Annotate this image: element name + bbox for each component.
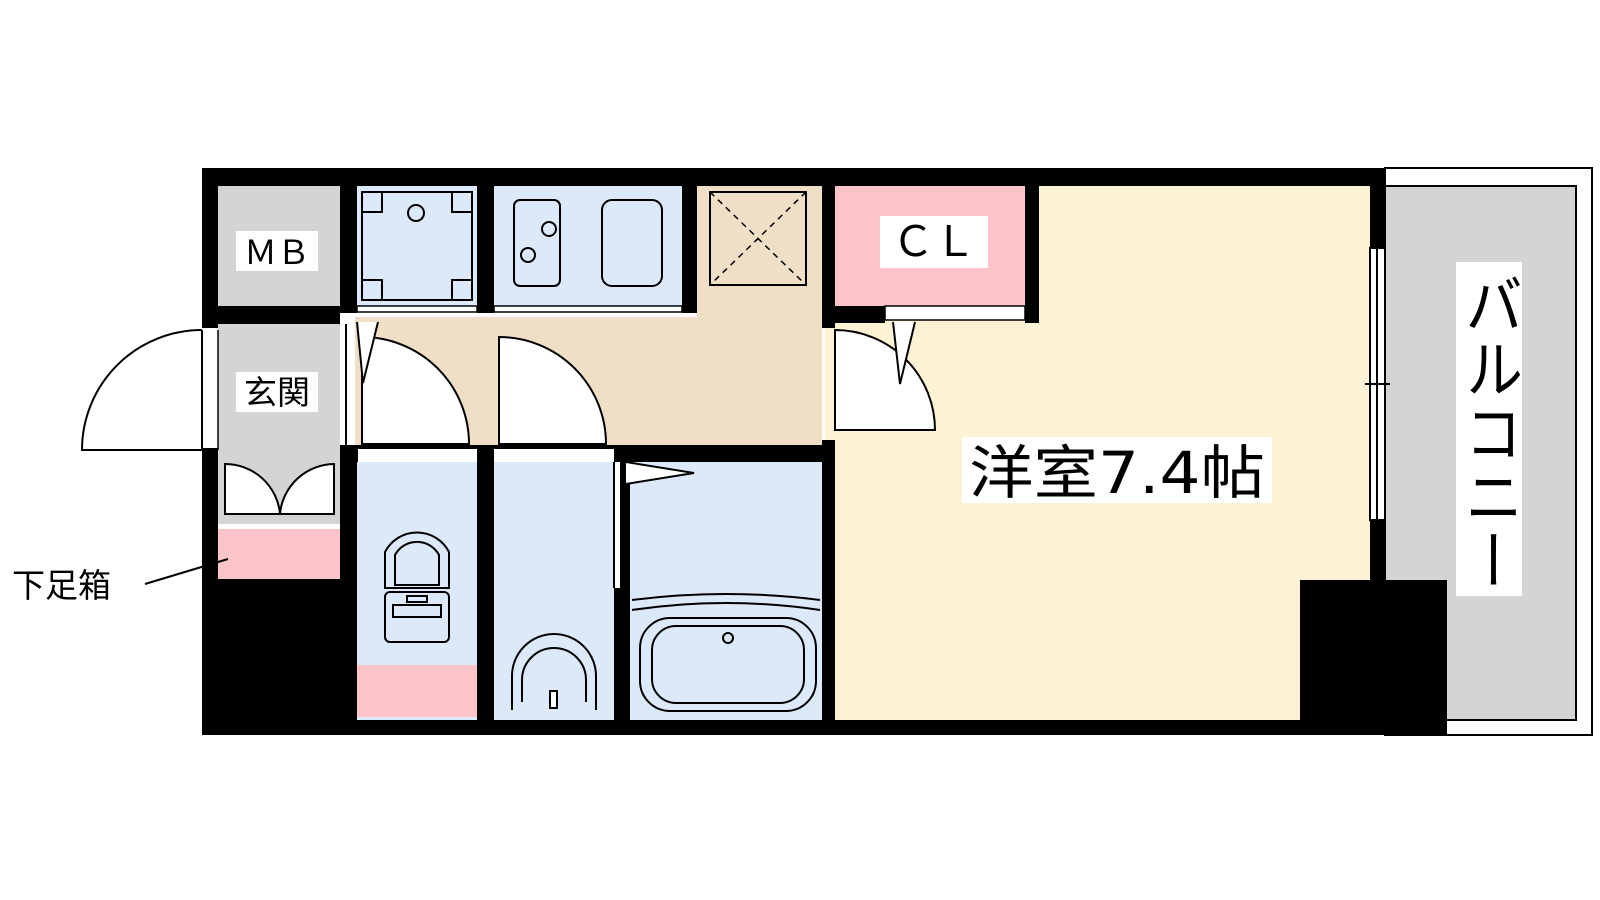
closet-label-bg [880,216,988,268]
bathroom-floor [630,462,822,720]
entrance-label-bg [236,372,318,412]
washroom-door [498,335,608,445]
mb-label: ＭＢ [244,233,310,272]
closet-door [834,321,937,431]
shoe-box-doors [224,462,335,515]
fridge-area-floor [357,186,477,306]
western-room-label: 洋室7.4帖 [969,439,1265,507]
mb-label-bg [236,231,318,271]
shoe-box-leader [144,558,229,585]
toilet-door [356,321,471,445]
closet-rail [884,305,1026,321]
toilet-shelf [357,665,477,717]
balcony-window [1365,247,1390,521]
washroom-floor [494,462,614,720]
balcony-label-bg [1456,262,1522,596]
laundry-space [709,191,807,286]
shoe-box-label: 下足箱 [12,566,111,605]
fridge-space [361,191,473,301]
entrance-label: 玄関 [244,373,310,412]
laundry-space-floor [697,186,822,317]
bathroom-door [613,461,695,588]
shoe-box [218,529,340,579]
walls [202,168,1447,735]
toilet [384,531,450,643]
kitchen-counter [493,199,683,313]
washbasin [511,633,597,710]
kitchen-floor [494,186,682,306]
balcony-label: バルコニー [1455,272,1523,592]
room-label-bg [962,437,1272,503]
bathtub [631,593,821,712]
closet-label: ＣＬ [892,217,976,266]
fridge-counter-edge [356,305,478,313]
entrance-door [80,329,219,451]
